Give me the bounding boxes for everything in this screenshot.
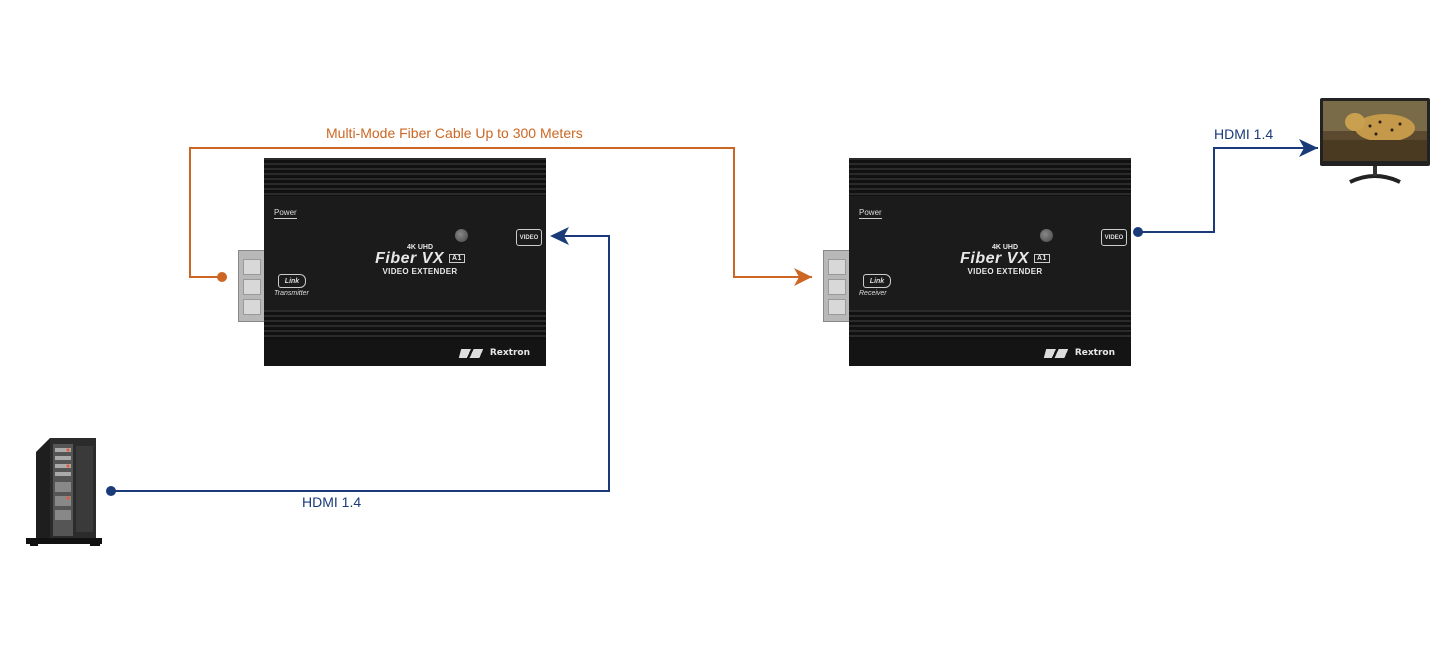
brand-name: Rextron <box>489 348 530 358</box>
transmitter-device: Power VIDEO 4K UHD Fiber VX A1 VIDEO EXT… <box>264 158 546 366</box>
link-indicator: Link <box>278 274 306 288</box>
fiber-slot <box>828 299 846 315</box>
brand-name: Rextron <box>1074 348 1115 358</box>
brand-logo: Rextron <box>458 348 530 358</box>
heatsink-fins <box>849 310 1131 340</box>
power-led <box>455 229 468 242</box>
resolution-label: 4K UHD <box>406 244 434 251</box>
brand-mark-icon <box>458 348 488 358</box>
product-name: Fiber VX <box>960 250 1029 268</box>
model-tag: A1 <box>1033 254 1050 263</box>
resolution-label: 4K UHD <box>991 244 1019 251</box>
brand-logo: Rextron <box>1043 348 1115 358</box>
heatsink-fins <box>849 158 1131 196</box>
role-label: Receiver <box>859 290 887 297</box>
video-port: VIDEO <box>516 229 542 246</box>
front-panel: Power VIDEO 4K UHD Fiber VX A1 VIDEO EXT… <box>849 196 1131 310</box>
receiver-fiber-port <box>823 250 851 322</box>
fiber-slot <box>828 259 846 275</box>
product-name: Fiber VX <box>375 250 444 268</box>
fiber-cable-label: Multi-Mode Fiber Cable Up to 300 Meters <box>326 125 583 141</box>
model-tag: A1 <box>448 254 465 263</box>
front-panel: Power VIDEO 4K UHD Fiber VX A1 VIDEO EXT… <box>264 196 546 310</box>
product-logo: 4K UHD Fiber VX A1 VIDEO EXTENDER <box>374 244 466 276</box>
power-label: Power <box>859 208 882 219</box>
product-logo: 4K UHD Fiber VX A1 VIDEO EXTENDER <box>959 244 1051 276</box>
fiber-slot <box>243 259 261 275</box>
hdmi-input-label: HDMI 1.4 <box>302 494 362 510</box>
monitor-icon <box>1320 98 1430 184</box>
brand-mark-icon <box>1043 348 1073 358</box>
product-subtitle: VIDEO EXTENDER <box>967 267 1043 277</box>
video-port: VIDEO <box>1101 229 1127 246</box>
power-led <box>1040 229 1053 242</box>
fiber-slot <box>828 279 846 295</box>
heatsink-fins <box>264 158 546 196</box>
heatsink-fins <box>264 310 546 340</box>
fiber-cable-line <box>189 147 812 286</box>
link-indicator: Link <box>863 274 891 288</box>
hdmi-output-cable-line <box>1133 139 1318 237</box>
receiver-device: Power VIDEO 4K UHD Fiber VX A1 VIDEO EXT… <box>849 158 1131 366</box>
device-base <box>849 340 1131 366</box>
tower-server-icon <box>26 438 102 546</box>
fiber-slot <box>243 279 261 295</box>
power-label: Power <box>274 208 297 219</box>
hdmi-output-label: HDMI 1.4 <box>1214 126 1274 142</box>
role-label: Transmitter <box>274 290 309 297</box>
device-base <box>264 340 546 366</box>
hdmi-input-cable-line <box>106 227 610 496</box>
fiber-slot <box>243 299 261 315</box>
product-subtitle: VIDEO EXTENDER <box>382 267 458 277</box>
transmitter-fiber-port <box>238 250 266 322</box>
